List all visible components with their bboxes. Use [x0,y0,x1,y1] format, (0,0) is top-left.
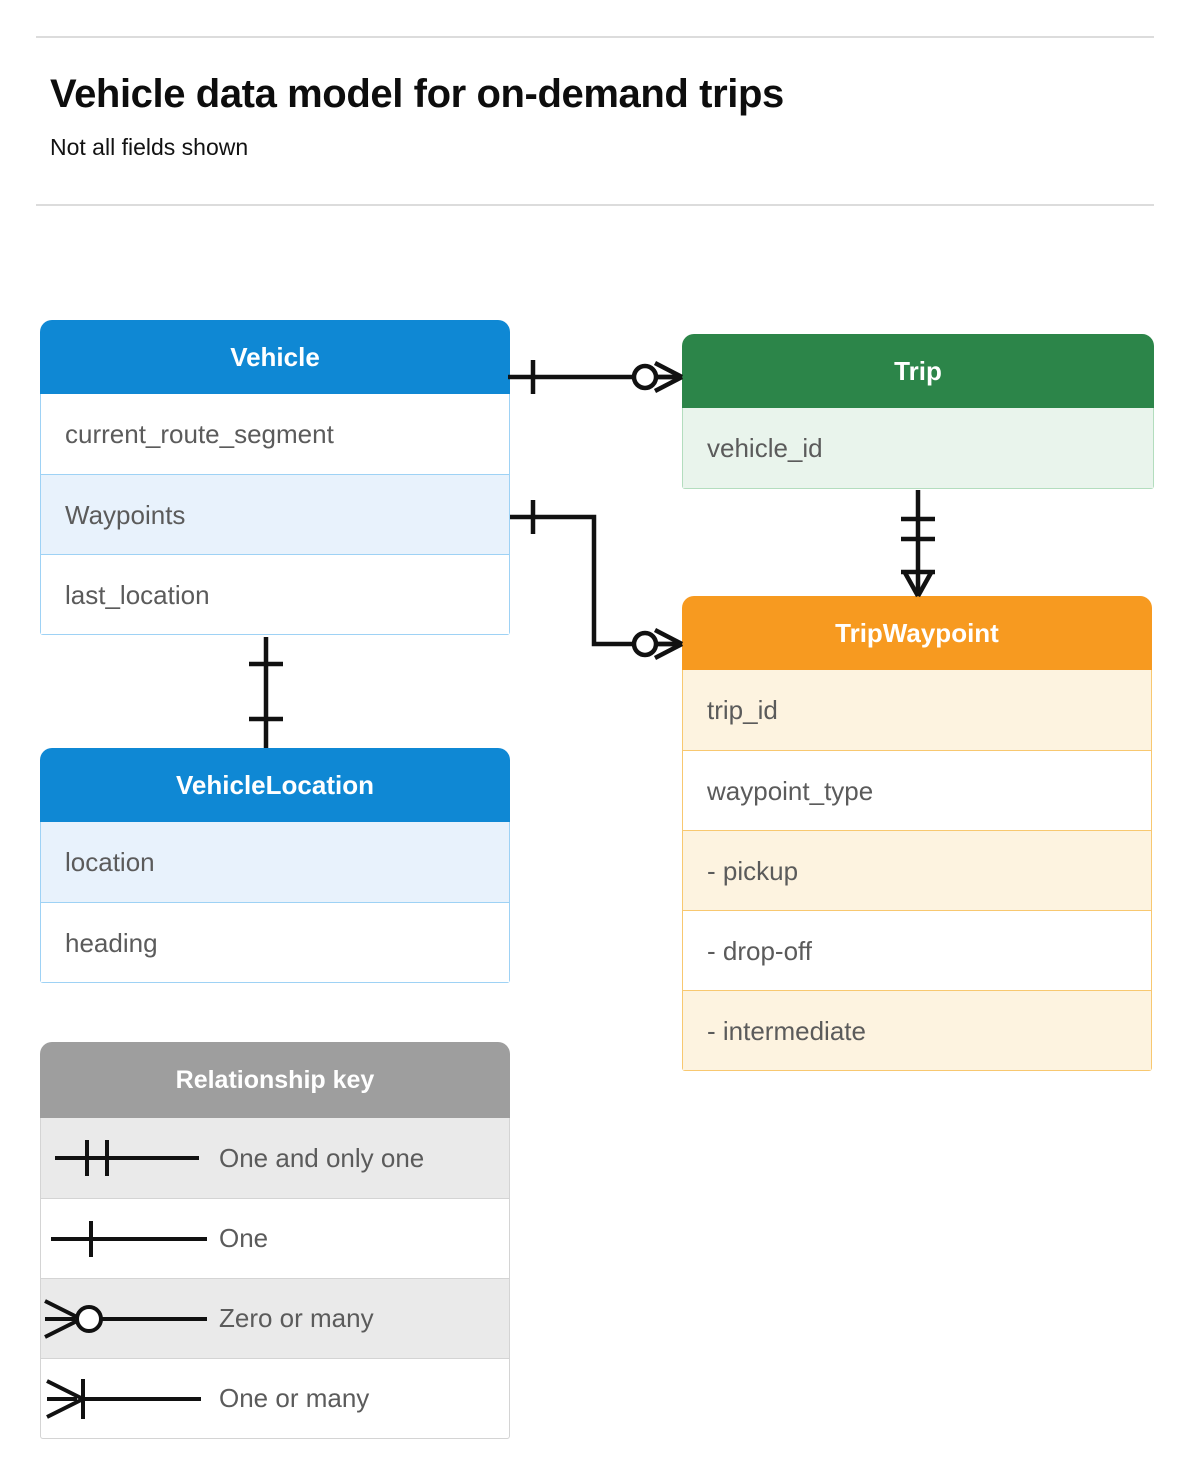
legend-row-zero-or-many: Zero or many [41,1278,509,1358]
entity-vehiclelocation-fields: location heading [40,822,510,983]
field-last-location[interactable]: last_location [41,554,509,634]
legend-row-one-and-only-one: One and only one [41,1118,509,1198]
connector-vehicle-waypoints-tripwaypoint [510,500,684,660]
page-title: Vehicle data model for on-demand trips [50,72,784,116]
entity-vehicle-fields: current_route_segment Waypoints last_loc… [40,394,510,635]
entity-trip-title: Trip [682,334,1154,408]
entity-trip-fields: vehicle_id [682,408,1154,489]
legend-label-one-and-only-one: One and only one [219,1142,425,1173]
entity-tripwaypoint-title: TripWaypoint [682,596,1152,670]
zero-or-many-icon [41,1279,219,1358]
connector-trip-tripwaypoint [901,490,935,598]
relationship-key-rows: One and only one One [40,1118,510,1439]
field-current-route-segment[interactable]: current_route_segment [41,394,509,474]
legend-row-one-or-many: One or many [41,1358,509,1438]
field-vehicle-id[interactable]: vehicle_id [683,408,1153,488]
one-icon [41,1199,219,1278]
entity-tripwaypoint-fields: trip_id waypoint_type - pickup - drop-of… [682,670,1152,1071]
entity-vehiclelocation[interactable]: VehicleLocation location heading [40,748,510,983]
connector-vehicle-trip [508,360,684,394]
connector-vehicle-vehiclelocation [249,637,283,748]
header-divider-bottom [36,204,1154,206]
header-divider-top [36,36,1154,38]
page-subtitle: Not all fields shown [50,134,249,160]
field-waypoints[interactable]: Waypoints [41,474,509,554]
legend-label-zero-or-many: Zero or many [219,1303,374,1333]
field-trip-id[interactable]: trip_id [683,670,1151,750]
field-heading[interactable]: heading [41,902,509,982]
legend-label-one-or-many: One or many [219,1383,370,1413]
field-waypoint-type-pickup[interactable]: - pickup [683,830,1151,910]
field-waypoint-type[interactable]: waypoint_type [683,750,1151,830]
one-or-many-icon [41,1359,219,1438]
field-location[interactable]: location [41,822,509,902]
entity-trip[interactable]: Trip vehicle_id [682,334,1154,489]
entity-tripwaypoint[interactable]: TripWaypoint trip_id waypoint_type - pic… [682,596,1152,1071]
legend-label-one: One [219,1223,269,1253]
entity-vehicle[interactable]: Vehicle current_route_segment Waypoints … [40,320,510,635]
entity-vehicle-title: Vehicle [40,320,510,394]
one-and-only-one-icon [41,1118,219,1198]
relationship-key-legend: Relationship key One and only one [40,1042,510,1439]
entity-vehiclelocation-title: VehicleLocation [40,748,510,822]
relationship-key-title: Relationship key [40,1042,510,1118]
legend-row-one: One [41,1198,509,1278]
field-waypoint-type-intermediate[interactable]: - intermediate [683,990,1151,1070]
field-waypoint-type-drop-off[interactable]: - drop-off [683,910,1151,990]
